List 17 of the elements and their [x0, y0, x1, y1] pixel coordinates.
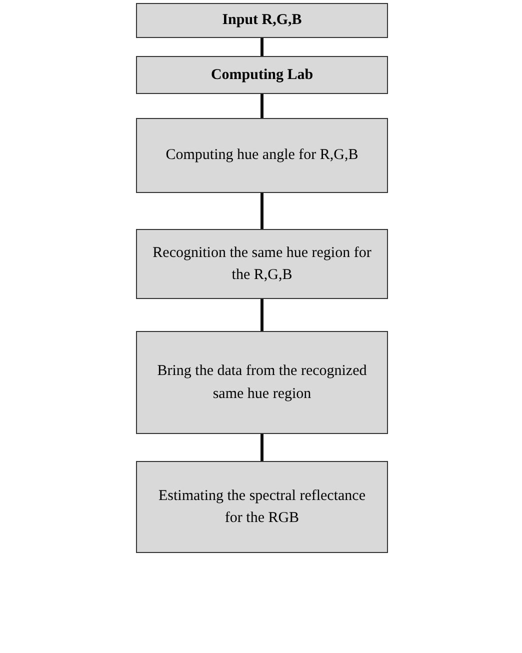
- process-box: [136, 56, 388, 94]
- step-text: Bring the data from the recognized same hue region: [156, 362, 368, 404]
- connector-line: [260, 299, 264, 331]
- connector-line: [260, 193, 264, 229]
- connector-line: [260, 38, 264, 56]
- process-box: [136, 3, 388, 38]
- process-box: [136, 229, 388, 299]
- process-box: [136, 461, 388, 553]
- step-text: Estimating the spectral reflectance for the RGB: [158, 486, 366, 528]
- process-box: [136, 118, 388, 193]
- connector-line: [260, 94, 264, 118]
- step-text: Input R,G,B: [222, 11, 302, 30]
- step-text: Recognition the same hue region for the R,G,B: [152, 244, 372, 285]
- process-box: [136, 331, 388, 434]
- connector-line: [260, 434, 264, 461]
- step-text: Computing hue angle for R,G,B: [166, 146, 358, 166]
- step-text: Computing Lab: [210, 66, 314, 85]
